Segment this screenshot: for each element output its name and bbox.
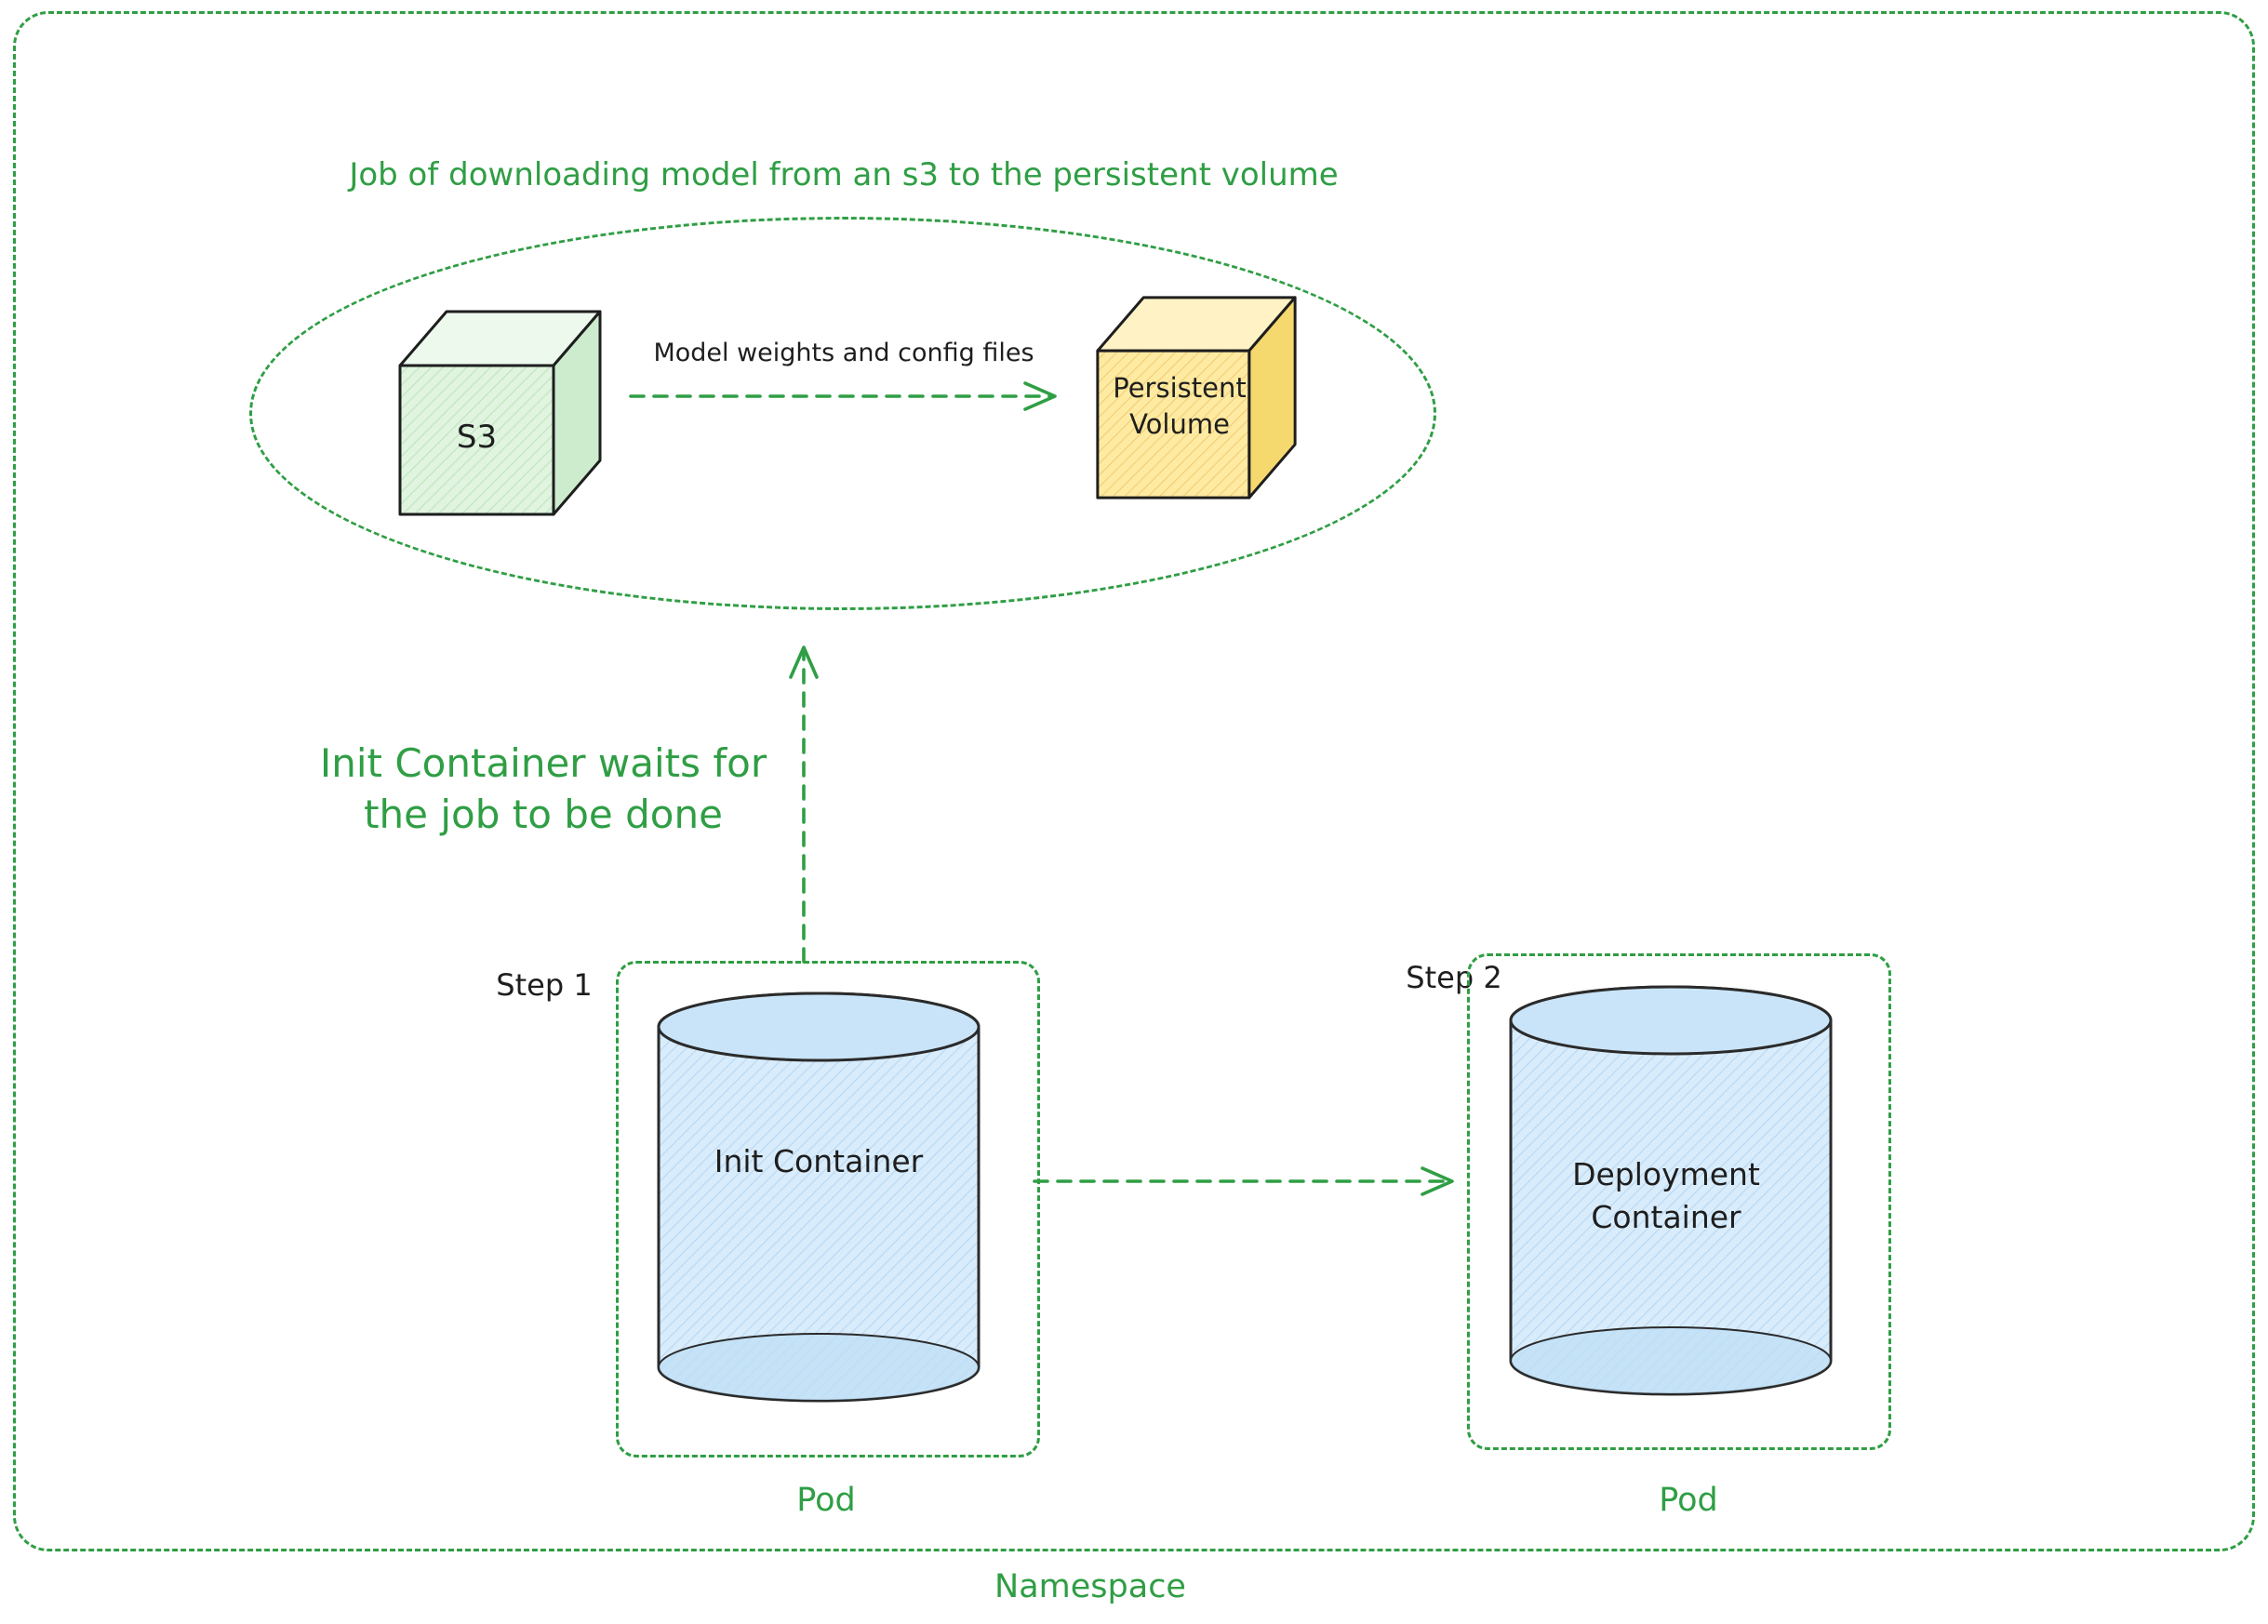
namespace-label: Namespace: [994, 1568, 1186, 1605]
deployment-container-label: Deployment Container: [1572, 1156, 1760, 1236]
wait-arrow: [789, 646, 819, 964]
s3-label: S3: [456, 419, 498, 456]
pods-arrow: [1033, 1166, 1454, 1196]
deployment-container-cylinder: [1509, 985, 1833, 1396]
wait-note: Init Container waits for the job to be d…: [301, 738, 785, 841]
job-title: Job of downloading model from an s3 to t…: [349, 156, 1339, 193]
s3-cube: [398, 310, 602, 516]
model-arrow: [629, 381, 1057, 411]
pod-label-step1: Pod: [796, 1482, 856, 1519]
job-ellipse: [249, 217, 1436, 610]
pod-label-step2: Pod: [1659, 1482, 1718, 1519]
step1-label: Step 1: [496, 967, 593, 1003]
step1-pod-box: [616, 961, 1040, 1458]
init-container-label: Init Container: [714, 1143, 924, 1179]
persistent-volume-label: Persistent Volume: [1113, 372, 1247, 441]
step2-pod-box: [1467, 953, 1891, 1450]
persistent-volume-cube: [1096, 296, 1297, 499]
namespace-boundary: [13, 11, 2255, 1551]
model-arrow-label: Model weights and config files: [653, 339, 1034, 367]
wait-note-line2: the job to be done: [364, 792, 723, 838]
wait-note-line1: Init Container waits for: [319, 740, 767, 786]
init-container-cylinder: [657, 992, 981, 1403]
